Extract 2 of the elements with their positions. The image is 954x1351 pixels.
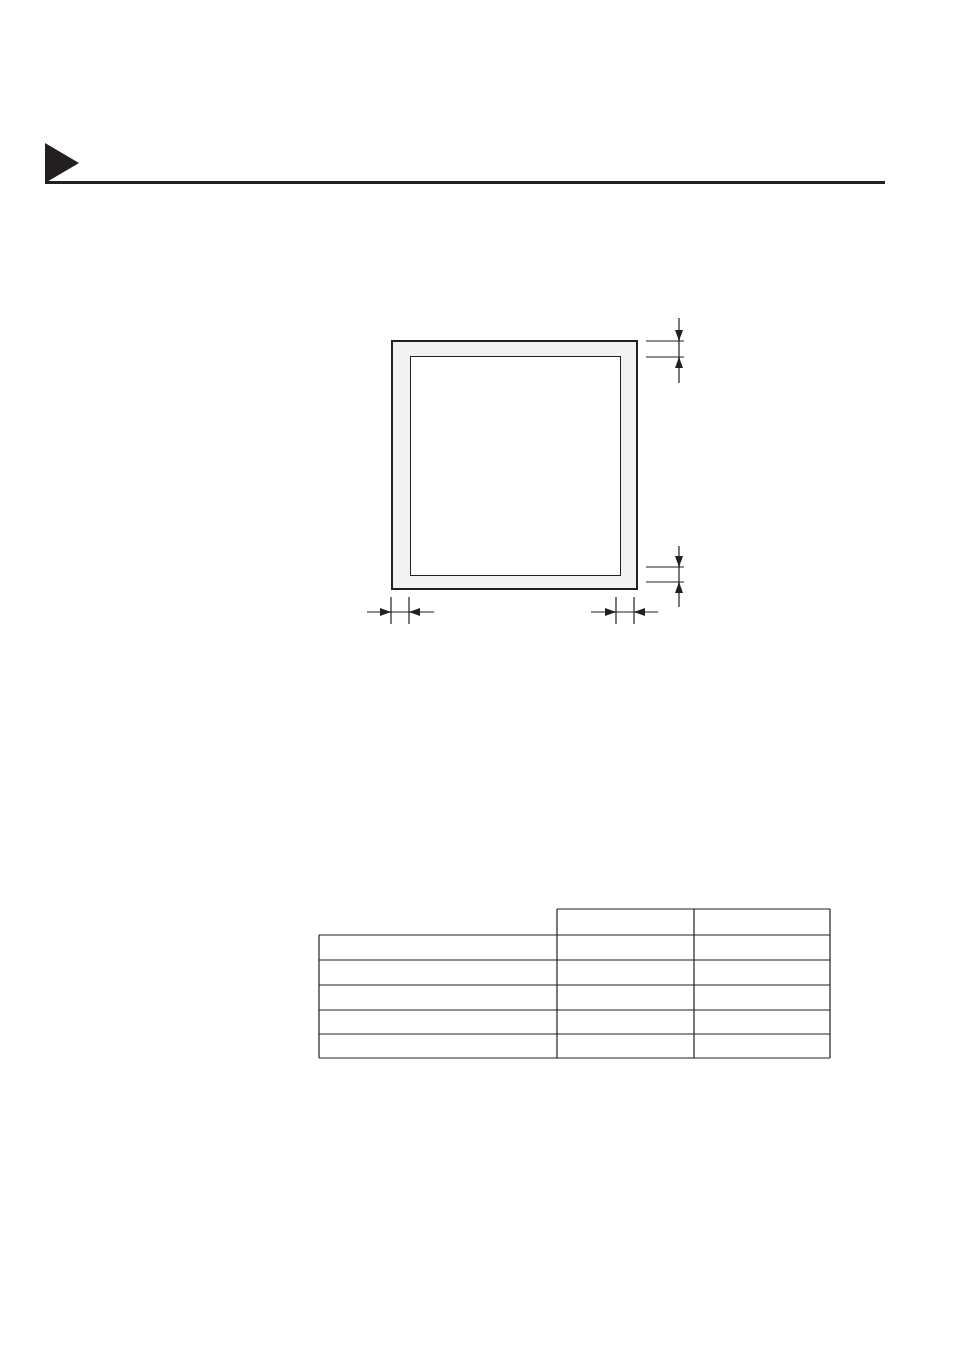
printable-area xyxy=(410,356,621,576)
paper-sheet xyxy=(391,340,638,590)
